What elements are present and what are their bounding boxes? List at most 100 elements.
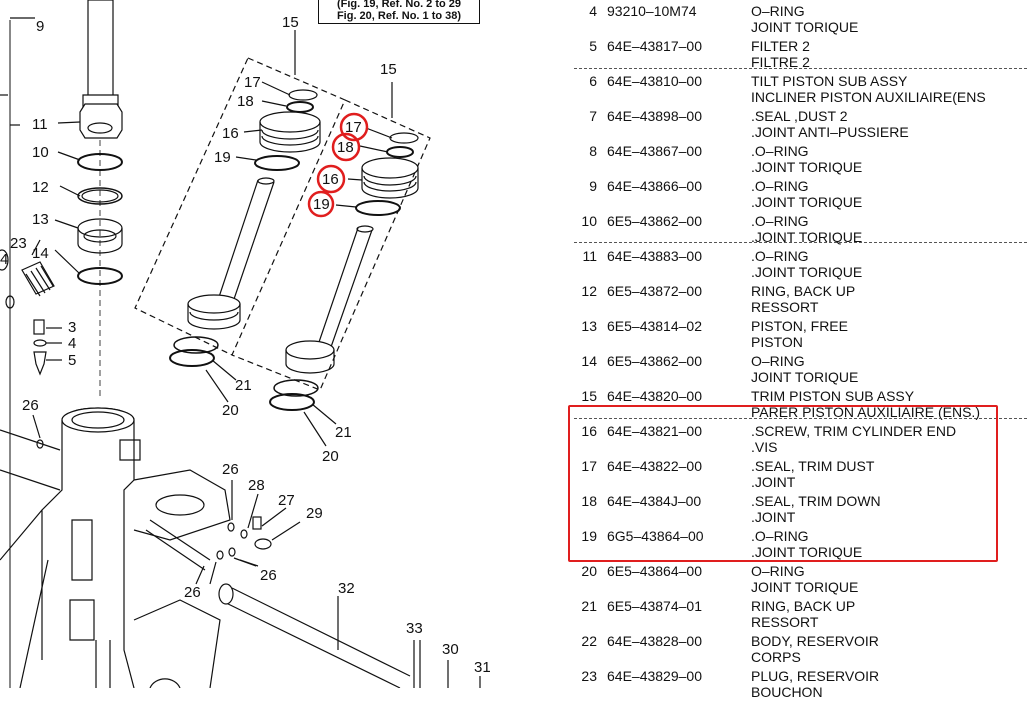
part-number: 5 xyxy=(589,38,597,54)
callout-20: 20 xyxy=(322,448,339,465)
part-number: 20 xyxy=(581,563,597,579)
part-description-french: RESSORT xyxy=(751,299,819,315)
part-number: 10 xyxy=(581,213,597,229)
part-description-french: PISTON xyxy=(751,334,803,350)
part-description-french: BOUCHON xyxy=(751,684,823,700)
part-description: RING, BACK UP xyxy=(751,283,856,299)
callout-23: 23 xyxy=(10,235,27,252)
callout-32: 32 xyxy=(338,580,355,597)
part-description-french: PARER PISTON AUXILIAIRE (ENS.) xyxy=(751,404,980,420)
part-row-8: 8 64E–43867–00 .O–RING.JOINT TORIQUE xyxy=(560,142,1027,177)
part-description: O–RING xyxy=(751,353,805,369)
figure-reference-line-2: Fig. 20, Ref. No. 1 to 38) xyxy=(336,10,462,22)
callout-30: 30 xyxy=(442,641,459,658)
part-description-french: .JOINT xyxy=(751,509,796,525)
callout-26: 26 xyxy=(260,567,277,584)
part-description: O–RING xyxy=(751,3,805,19)
callout-15: 15 xyxy=(282,14,299,31)
part-number: 8 xyxy=(589,143,597,159)
diagram-drawing: 9151517181619171816191110121314234345262… xyxy=(0,0,491,688)
group-separator xyxy=(574,418,1027,419)
callout-3: 3 xyxy=(68,319,76,336)
part-description-french: .JOINT TORIQUE xyxy=(751,264,863,280)
part-code: 64E–43828–00 xyxy=(607,633,702,649)
callout-9: 9 xyxy=(36,18,44,35)
highlight-circle-16 xyxy=(316,164,346,194)
highlight-circle-18 xyxy=(331,132,361,162)
part-code: 6E5–43874–01 xyxy=(607,598,702,614)
callout-20: 20 xyxy=(222,402,239,419)
highlight-box xyxy=(568,405,998,562)
callout-12: 12 xyxy=(32,179,49,196)
part-code: 6E5–43862–00 xyxy=(607,353,702,369)
callout-33: 33 xyxy=(406,620,423,637)
callout-17: 17 xyxy=(244,74,261,91)
part-description: TRIM PISTON SUB ASSY xyxy=(751,388,915,404)
part-code: 64E–43898–00 xyxy=(607,108,702,124)
part-description: PLUG, RESERVOIR xyxy=(751,668,880,684)
part-description: FILTER 2 xyxy=(751,38,810,54)
part-code: 6E5–43814–02 xyxy=(607,318,702,334)
part-number: 17 xyxy=(581,458,597,474)
part-code: 64E–43820–00 xyxy=(607,388,702,404)
part-number: 23 xyxy=(581,668,597,684)
callout-4: 4 xyxy=(0,251,8,268)
part-description: .O–RING xyxy=(751,248,809,264)
part-description-french: .JOINT TORIQUE xyxy=(751,159,863,175)
callout-13: 13 xyxy=(32,211,49,228)
part-code: 6E5–43872–00 xyxy=(607,283,702,299)
callout-26: 26 xyxy=(184,584,201,601)
part-description: .SCREW, TRIM CYLINDER END xyxy=(751,423,957,439)
figure-reference-box: (Fig. 19, Ref. No. 2 to 29 Fig. 20, Ref.… xyxy=(318,0,480,24)
part-description: O–RING xyxy=(751,563,805,579)
part-description: .SEAL, TRIM DOWN xyxy=(751,493,881,509)
part-number: 14 xyxy=(581,353,597,369)
callout-29: 29 xyxy=(306,505,323,522)
part-code: 6G5–43864–00 xyxy=(607,528,704,544)
callout-4: 4 xyxy=(68,335,76,352)
callout-18: 18 xyxy=(237,93,254,110)
part-number: 9 xyxy=(589,178,597,194)
highlight-circle-19 xyxy=(307,190,335,218)
part-description-french: JOINT TORIQUE xyxy=(751,579,859,595)
callout-10: 10 xyxy=(32,144,49,161)
figure-reference-line-1: (Fig. 19, Ref. No. 2 to 29 xyxy=(336,0,462,10)
part-description: .O–RING xyxy=(751,143,809,159)
callout-21: 21 xyxy=(235,377,252,394)
part-code: 64E–4384J–00 xyxy=(607,493,702,509)
part-description-french: JOINT TORIQUE xyxy=(751,19,859,35)
callout-16: 16 xyxy=(322,171,339,188)
part-code: 6E5–43864–00 xyxy=(607,563,702,579)
part-code: 64E–43822–00 xyxy=(607,458,702,474)
part-description: .SEAL ,DUST 2 xyxy=(751,108,848,124)
part-description-french: INCLINER PISTON AUXILIAIRE(ENS xyxy=(751,89,986,105)
callout-14: 14 xyxy=(32,245,49,262)
part-code: 6E5–43862–00 xyxy=(607,213,702,229)
part-number: 18 xyxy=(581,493,597,509)
part-code: 64E–43883–00 xyxy=(607,248,702,264)
callout-19: 19 xyxy=(313,196,330,213)
part-row-18: 18 64E–4384J–00 .SEAL, TRIM DOWN.JOINT xyxy=(560,492,1027,527)
part-description-french: RESSORT xyxy=(751,614,819,630)
part-description: .O–RING xyxy=(751,178,809,194)
callout-18: 18 xyxy=(337,139,354,156)
part-number: 11 xyxy=(582,248,597,264)
part-number: 6 xyxy=(589,73,597,89)
part-number: 15 xyxy=(581,388,597,404)
group-separator xyxy=(574,68,1027,69)
part-code: 64E–43867–00 xyxy=(607,143,702,159)
part-code: 64E–43866–00 xyxy=(607,178,702,194)
